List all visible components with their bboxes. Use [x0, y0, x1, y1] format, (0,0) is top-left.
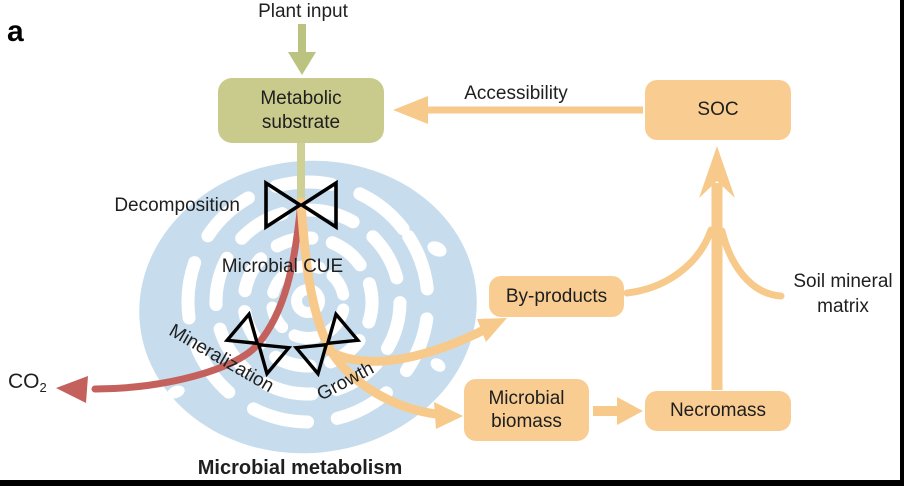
soil-matrix-to-soc-curve [718, 227, 785, 300]
soil-mineral-line2: matrix [817, 295, 869, 317]
biomass-to-necromass-arrow [593, 397, 643, 425]
necromass-to-soc-arrow [699, 146, 735, 390]
by-products-box: By-products [489, 276, 624, 317]
accessibility-arrow [393, 96, 643, 124]
soil-mineral-matrix-label: Soil mineral matrix [784, 270, 900, 319]
plant-input-arrow [288, 24, 316, 75]
by-products-label: By-products [505, 285, 608, 307]
decomposition-label: Decomposition [114, 195, 240, 216]
decomposition-valve-icon [264, 179, 338, 231]
microbial-biomass-label: Microbial biomass [488, 387, 565, 432]
co2-subscript: 2 [39, 380, 47, 395]
soil-mineral-line1: Soil mineral [793, 271, 893, 292]
co2-label: CO2 [8, 368, 47, 397]
metabolic-substrate-box: Metabolic substrate [218, 78, 384, 143]
necromass-label: Necromass [669, 400, 767, 422]
necromass-box: Necromass [645, 391, 791, 431]
mineralization-valve-icon [223, 310, 293, 378]
microbial-cue-label: Microbial CUE [221, 256, 344, 277]
soc-box: SOC [645, 80, 791, 140]
metabolic-substrate-label: Metabolic substrate [260, 88, 342, 133]
plant-input-label: Plant input [258, 1, 348, 22]
accessibility-label: Accessibility [464, 83, 568, 104]
soc-label: SOC [697, 99, 739, 121]
growth-to-biomass-arrow [322, 339, 463, 429]
panel-label: a [7, 15, 24, 48]
co2-base: CO [8, 370, 40, 393]
valve-to-growth-line [296, 197, 332, 349]
microbial-metabolism-label: Microbial metabolism [197, 457, 403, 479]
growth-valve-icon [292, 310, 362, 378]
growth-to-byproducts-arrow [322, 318, 507, 366]
byproducts-to-soc-curve [623, 226, 715, 297]
microbial-biomass-box: Microbial biomass [464, 379, 589, 441]
cell-spots [167, 241, 447, 399]
